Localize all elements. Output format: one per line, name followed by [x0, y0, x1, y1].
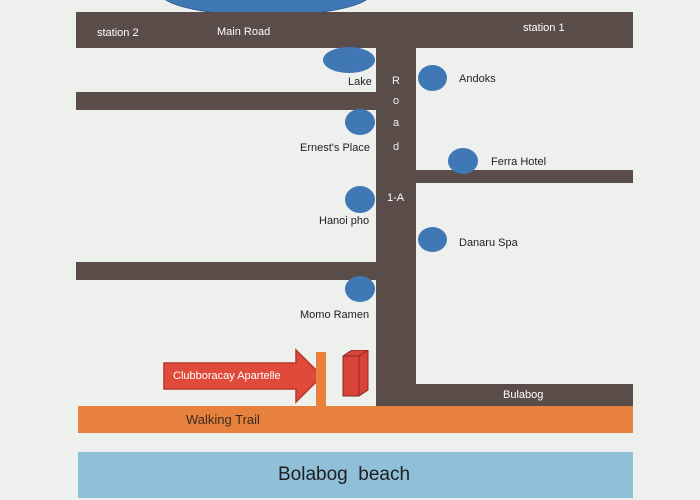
main-road-label: Main Road: [217, 26, 271, 38]
walking-trail: [78, 406, 633, 433]
bulabog-road: [416, 384, 633, 406]
momo-ramen-label: Momo Ramen: [300, 309, 370, 321]
momo-ramen-pin[interactable]: [345, 276, 375, 302]
danaru-spa-label: Danaru Spa: [459, 237, 518, 249]
clubboracay-building[interactable]: [338, 350, 372, 398]
bolabog-beach: [78, 452, 633, 498]
ernests-place-pin[interactable]: [345, 109, 375, 135]
west-road-1: [76, 92, 376, 110]
east-road-ferra: [416, 170, 633, 183]
road-letter-a: a: [392, 117, 400, 129]
road-1a: [376, 40, 416, 406]
andoks-label: Andoks: [459, 73, 496, 85]
road-code-label: 1-A: [387, 192, 405, 204]
ferra-hotel-label: Ferra Hotel: [491, 156, 547, 168]
road-letter-o: o: [392, 95, 400, 107]
station-2-label: station 2: [97, 27, 139, 39]
destination-arrow[interactable]: [160, 346, 326, 406]
lake-pin[interactable]: [323, 47, 375, 73]
ferra-hotel-pin[interactable]: [448, 148, 478, 174]
west-road-2: [76, 262, 376, 280]
andoks-pin[interactable]: [418, 65, 447, 91]
hanoi-pho-label: Hanoi pho: [319, 215, 370, 227]
road-letter-d: d: [392, 141, 400, 153]
lake-label: Lake: [348, 76, 372, 88]
main-road: [76, 12, 633, 48]
destination-arrow-label: Clubboracay Apartelle: [173, 370, 281, 382]
walking-trail-label: Walking Trail: [186, 412, 260, 427]
station-1-label: station 1: [523, 22, 565, 34]
ernests-place-label: Ernest's Place: [300, 142, 370, 154]
road-letter-r: R: [392, 75, 400, 87]
danaru-spa-pin[interactable]: [418, 227, 447, 252]
beach-label: Bolabog beach: [278, 464, 411, 485]
gate-post: [316, 352, 326, 406]
bulabog-road-label: Bulabog: [503, 389, 544, 401]
hanoi-pho-pin[interactable]: [345, 186, 375, 213]
